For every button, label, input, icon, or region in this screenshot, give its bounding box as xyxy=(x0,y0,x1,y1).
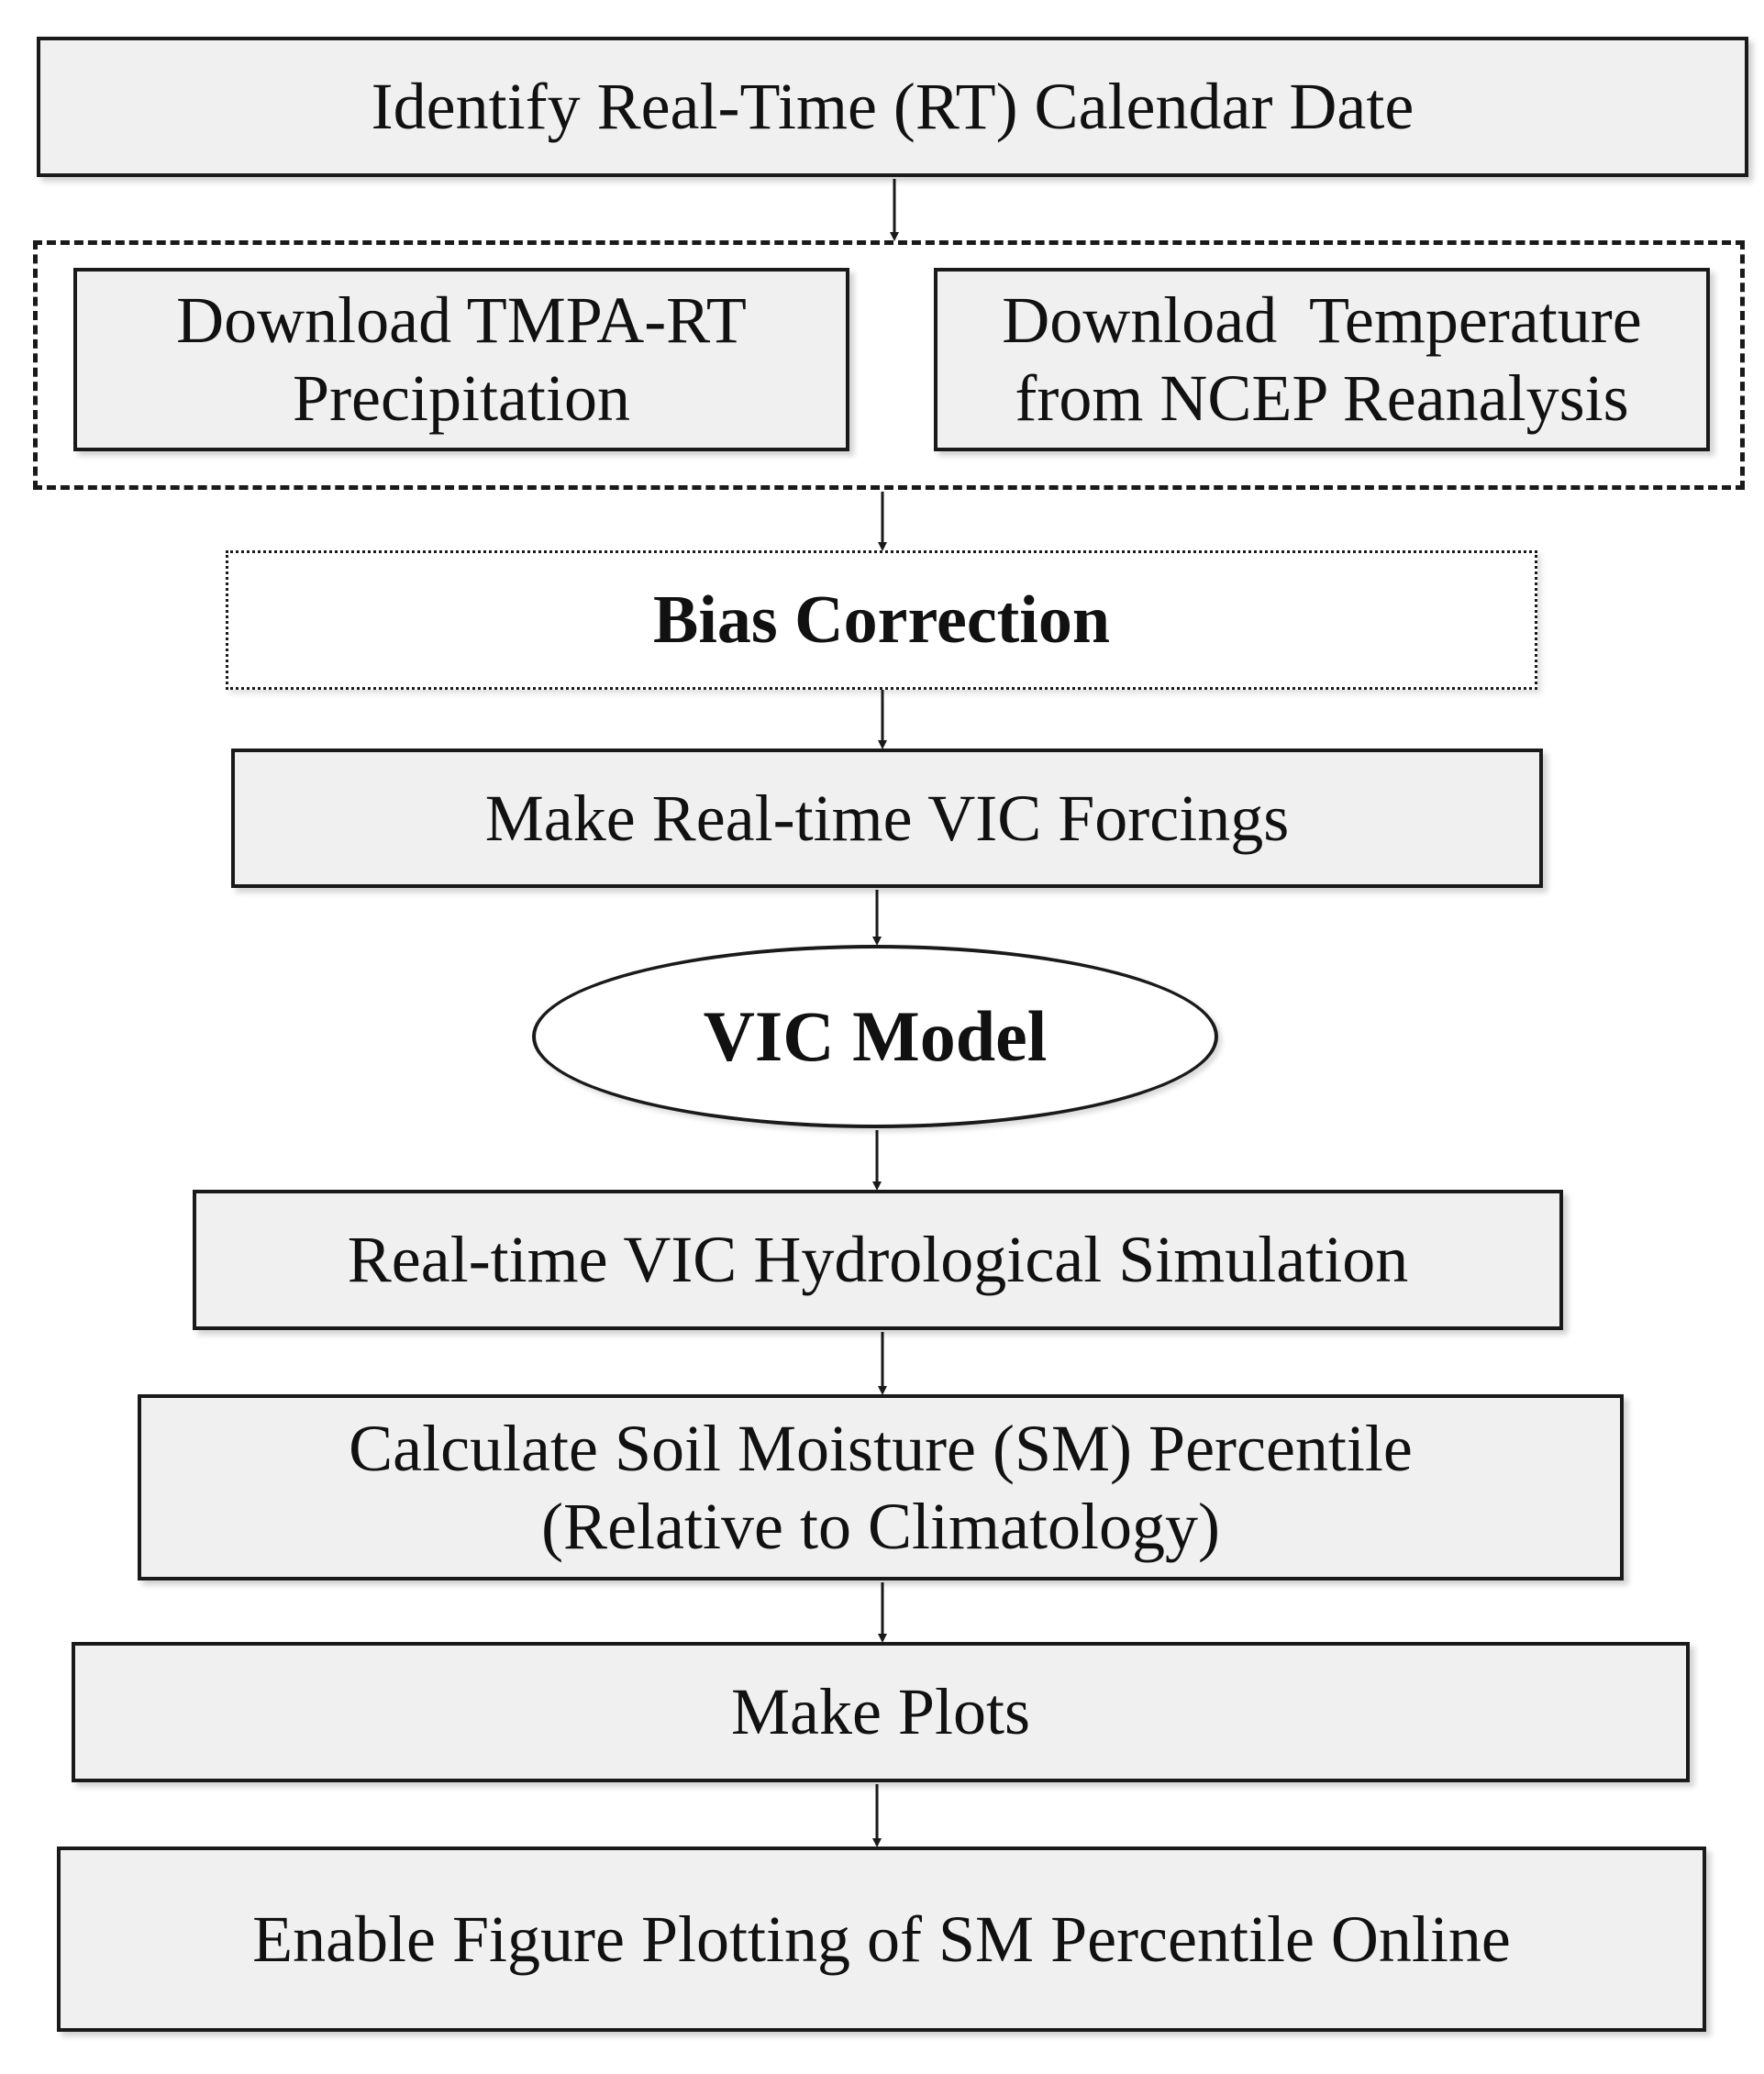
calculate-sm-percentile-box: Calculate Soil Moisture (SM) Percentile … xyxy=(138,1394,1624,1580)
download-temperature-line2: from NCEP Reanalysis xyxy=(1015,361,1629,435)
hydrological-simulation-label: Real-time VIC Hydrological Simulation xyxy=(347,1223,1409,1297)
enable-plotting-box: Enable Figure Plotting of SM Percentile … xyxy=(57,1847,1706,2032)
bias-correction-box: Bias Correction xyxy=(226,550,1537,690)
hydrological-simulation-box: Real-time VIC Hydrological Simulation xyxy=(193,1190,1563,1330)
bias-correction-label: Bias Correction xyxy=(652,582,1111,658)
make-plots-label: Make Plots xyxy=(730,1675,1030,1749)
identify-date-label: Identify Real-Time (RT) Calendar Date xyxy=(371,70,1415,144)
download-tmpa-box: Download TMPA-RT Precipitation xyxy=(73,268,849,451)
download-group xyxy=(33,240,1745,490)
enable-plotting-label: Enable Figure Plotting of SM Percentile … xyxy=(252,1902,1511,1976)
download-temperature-line1: Download Temperature xyxy=(1002,283,1642,358)
vic-model-ellipse: VIC Model xyxy=(532,945,1218,1128)
calculate-sm-line1: Calculate Soil Moisture (SM) Percentile xyxy=(349,1411,1413,1485)
make-plots-box: Make Plots xyxy=(72,1642,1690,1782)
make-forcings-label: Make Real-time VIC Forcings xyxy=(484,781,1290,855)
calculate-sm-line2: (Relative to Climatology) xyxy=(541,1489,1220,1563)
identify-date-box: Identify Real-Time (RT) Calendar Date xyxy=(37,37,1748,177)
download-tmpa-line2: Precipitation xyxy=(293,361,630,435)
download-tmpa-line1: Download TMPA-RT xyxy=(176,283,747,358)
vic-model-label: VIC Model xyxy=(703,996,1048,1076)
download-temperature-box: Download Temperature from NCEP Reanalysi… xyxy=(934,268,1710,451)
make-forcings-box: Make Real-time VIC Forcings xyxy=(231,749,1543,888)
